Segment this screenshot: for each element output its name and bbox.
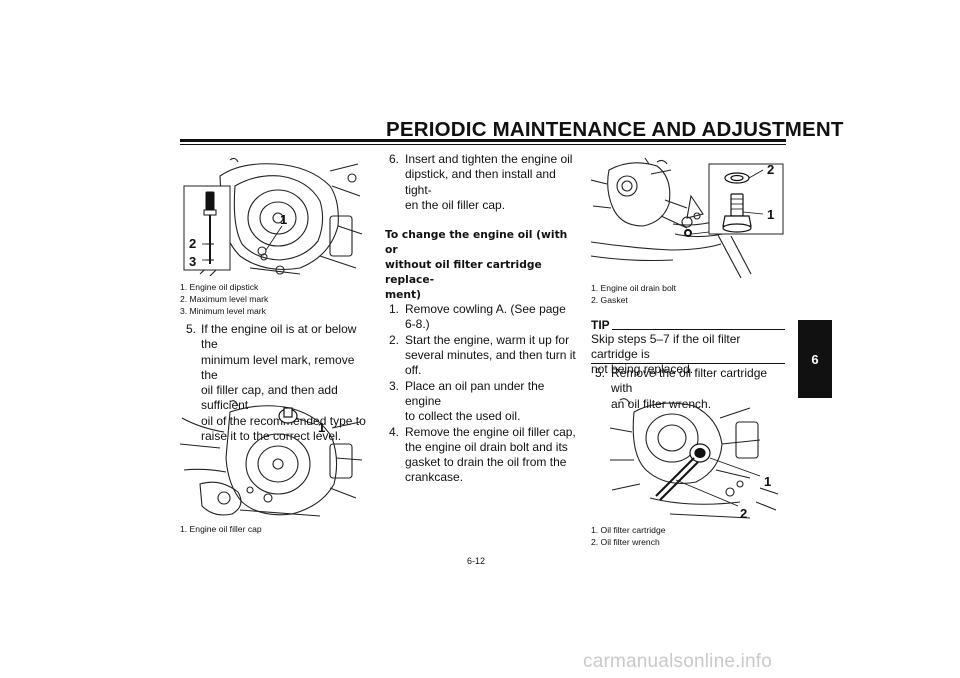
oil-filter-wrench-illustration: 1 2 xyxy=(610,398,779,520)
figure-dipstick: 1 2 3 xyxy=(180,156,364,276)
step-line: dipstick, and then install and tight- xyxy=(405,167,556,197)
step-item: 6. Insert and tighten the engine oil dip… xyxy=(385,152,579,213)
tip-rule-top xyxy=(612,329,785,330)
step-line: If the engine oil is at or below the xyxy=(201,322,357,352)
step-line: crankcase. xyxy=(405,470,464,485)
step-line: the engine oil drain bolt and its xyxy=(405,439,568,454)
page-title: PERIODIC MAINTENANCE AND ADJUSTMENT xyxy=(386,118,844,141)
step-line: Insert and tighten the engine oil xyxy=(405,152,573,166)
header-rule-thin xyxy=(180,144,786,145)
step-item: 1. Remove cowling A. (See page 6-8.) xyxy=(385,302,579,333)
figure2-caption: 1. Engine oil filler cap xyxy=(180,523,262,535)
heading-line: To change the engine oil (with or xyxy=(385,228,568,257)
figure1-caption: 1. Engine oil dipstick 2. Maximum level … xyxy=(180,281,268,318)
step-line: Place an oil pan under the engine xyxy=(405,378,545,408)
figure-oil-filter: 1 2 xyxy=(610,398,780,520)
callout-gasket: 2 xyxy=(767,162,774,177)
drain-bolt-illustration: 2 1 xyxy=(591,157,784,278)
step-item: 5. If the engine oil is at or below the … xyxy=(182,322,374,444)
heading-line: without oil filter cartridge replace- xyxy=(385,258,542,287)
figure-drain-bolt: 2 1 xyxy=(591,156,786,278)
callout-dipstick: 1 xyxy=(280,212,287,227)
step-line: Remove the oil filter cartridge with xyxy=(611,366,768,396)
step-line: several minutes, and then turn it xyxy=(405,348,576,363)
caption-line: 2. Gasket xyxy=(591,295,628,306)
caption-line: 1. Engine oil dipstick xyxy=(180,282,259,292)
step-line: Remove cowling A. (See page xyxy=(405,302,566,317)
tip-line: Skip steps 5–7 if the oil filter cartrid… xyxy=(591,332,741,362)
step-line: en the oil filler cap. xyxy=(405,197,506,212)
callout-oil-filter-cartridge: 1 xyxy=(764,474,771,489)
step-line: minimum level mark, remove the xyxy=(201,352,355,382)
caption-line: 2. Maximum level mark xyxy=(180,294,269,305)
callout-filler-cap: 1 xyxy=(318,420,325,435)
caption-line: 1. Oil filter cartridge xyxy=(591,525,666,535)
heading-line: ment) xyxy=(385,288,421,302)
tip-line: not being replaced. xyxy=(591,362,694,377)
step-line: off. xyxy=(405,363,422,378)
figure-filler-cap: 1 xyxy=(180,398,364,520)
caption-line: 2. Oil filter wrench xyxy=(591,537,660,548)
callout-min-level: 3 xyxy=(189,254,196,269)
middle-column: 6. Insert and tighten the engine oil dip… xyxy=(385,152,579,486)
callout-drain-bolt: 1 xyxy=(767,207,774,222)
caption-line: 1. Engine oil drain bolt xyxy=(591,283,677,293)
step-item: 2. Start the engine, warm it up for seve… xyxy=(385,333,579,379)
header-rule xyxy=(180,139,786,142)
step-number: 3. xyxy=(389,378,400,393)
callout-oil-filter-wrench: 2 xyxy=(740,506,747,520)
callout-max-level: 2 xyxy=(189,236,196,251)
tip-text: Skip steps 5–7 if the oil filter cartrid… xyxy=(591,332,787,378)
step-item: 3. Place an oil pan under the engine to … xyxy=(385,379,579,425)
left-step-5: 5. If the engine oil is at or below the … xyxy=(182,322,374,444)
figure3-caption: 1. Engine oil drain bolt 2. Gasket xyxy=(591,282,676,306)
step-number: 6. xyxy=(389,152,400,166)
watermark: carmanualsonline.info xyxy=(583,651,773,672)
caption-line: 1. Engine oil filler cap xyxy=(180,524,262,534)
engine-dipstick-illustration: 1 2 3 xyxy=(183,157,363,276)
step-number: 5. xyxy=(595,366,606,380)
step-number: 1. xyxy=(389,302,400,317)
figure4-caption: 1. Oil filter cartridge 2. Oil filter wr… xyxy=(591,524,666,548)
tip-label: TIP xyxy=(591,318,610,332)
step-number: 4. xyxy=(389,424,400,439)
page-number: 6-12 xyxy=(467,556,486,566)
step-line: to collect the used oil. xyxy=(405,409,521,424)
step-line: Start the engine, warm it up for xyxy=(405,332,570,347)
step-line: 6-8.) xyxy=(405,317,430,332)
step-number: 5. xyxy=(186,322,197,336)
step-line: raise it to the correct level. xyxy=(201,429,342,444)
tip-rule-bottom xyxy=(591,363,785,364)
step-item: 4. Remove the engine oil filler cap, the… xyxy=(385,425,579,486)
oil-filler-cap-illustration: 1 xyxy=(180,400,363,517)
step-number: 2. xyxy=(389,332,400,347)
caption-line: 3. Minimum level mark xyxy=(180,306,266,317)
step-line: gasket to drain the oil from the xyxy=(405,455,567,470)
chapter-tab: 6 xyxy=(798,320,832,398)
step-line: Remove the engine oil filler cap, xyxy=(405,424,576,439)
section-heading: To change the engine oil (with or withou… xyxy=(385,227,579,302)
